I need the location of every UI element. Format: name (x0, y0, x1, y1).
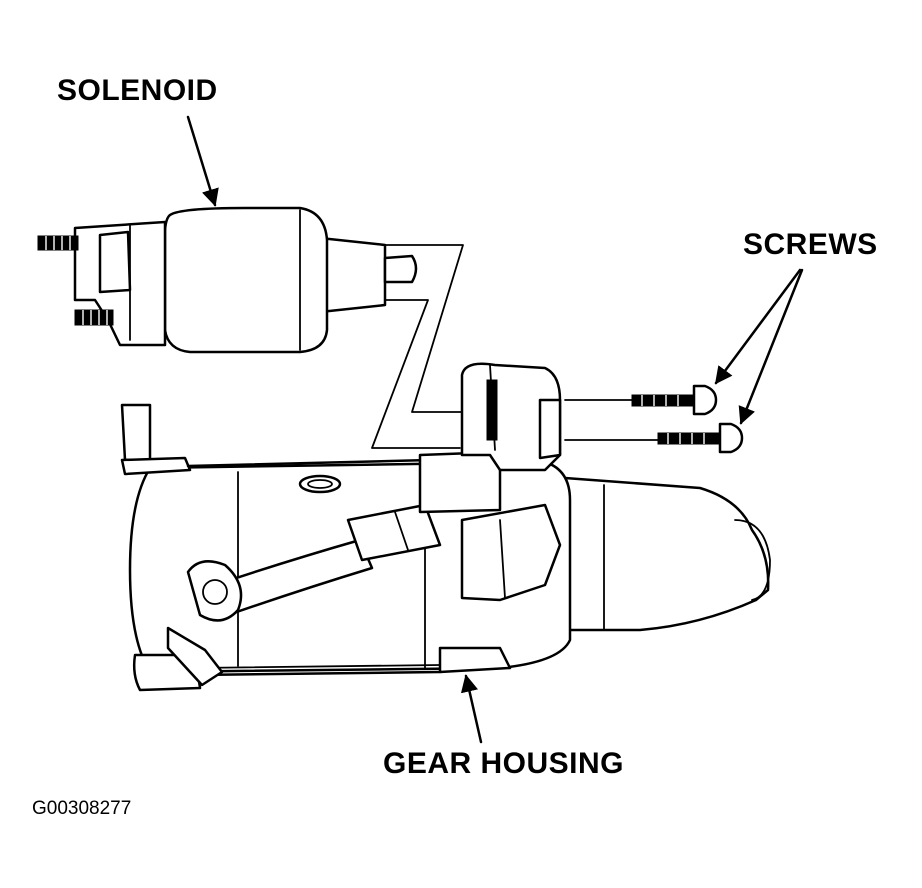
solenoid-terminal-stud-lower (74, 309, 114, 326)
gear-housing (438, 646, 512, 674)
lead-cable (213, 538, 374, 617)
gear-housing-arrow (460, 674, 483, 744)
through-bolt-bottom-edge (194, 664, 441, 669)
solenoid-arrow (186, 115, 219, 207)
through-bolt-bottom (193, 670, 442, 677)
mount-hole-inner (307, 479, 333, 489)
screw-lower (564, 422, 744, 454)
mount-boss-base (418, 450, 502, 514)
gasket-strip (486, 379, 498, 441)
lead-connector (346, 503, 442, 562)
ring-terminal-hole (202, 579, 228, 605)
ring-terminal (186, 560, 243, 622)
solenoid-seat-seam (499, 519, 506, 599)
solenoid-plunger (383, 254, 418, 284)
leader-arrows (186, 115, 804, 744)
bottom-fitting (166, 626, 224, 687)
screws-label: SCREWS (743, 228, 878, 261)
screw-lower-head (718, 422, 744, 454)
solenoid-terminal-block (98, 230, 132, 294)
installation-path-line (384, 244, 466, 413)
end-frame (563, 476, 770, 632)
mount-ear-top (120, 456, 192, 476)
screw-arrow-upper (714, 268, 802, 385)
solenoid-terminal-stud-upper (37, 235, 79, 251)
solenoid-seat (460, 503, 562, 602)
mount-boss-ear (538, 398, 562, 460)
solenoid-mount-boss (418, 362, 562, 602)
solenoid-rear-collar (318, 236, 387, 314)
mount-hole (298, 474, 342, 494)
screw-arrow-lower (738, 268, 804, 425)
screw-upper-head (692, 384, 718, 416)
mounting-bracket (120, 403, 152, 462)
through-bolt-top (186, 458, 432, 468)
lead-connector-seam (394, 511, 409, 551)
solenoid-body (163, 206, 329, 354)
solenoid-label: SOLENOID (57, 74, 218, 107)
solenoid (37, 206, 418, 354)
screw-upper (564, 384, 718, 416)
gear-housing-label: GEAR HOUSING (383, 747, 624, 780)
figure-id: G00308277 (32, 798, 131, 819)
screws (564, 384, 744, 454)
installation-path-line-inner (371, 299, 461, 449)
end-cap-rim (734, 519, 771, 601)
wiring-lead (186, 503, 442, 622)
